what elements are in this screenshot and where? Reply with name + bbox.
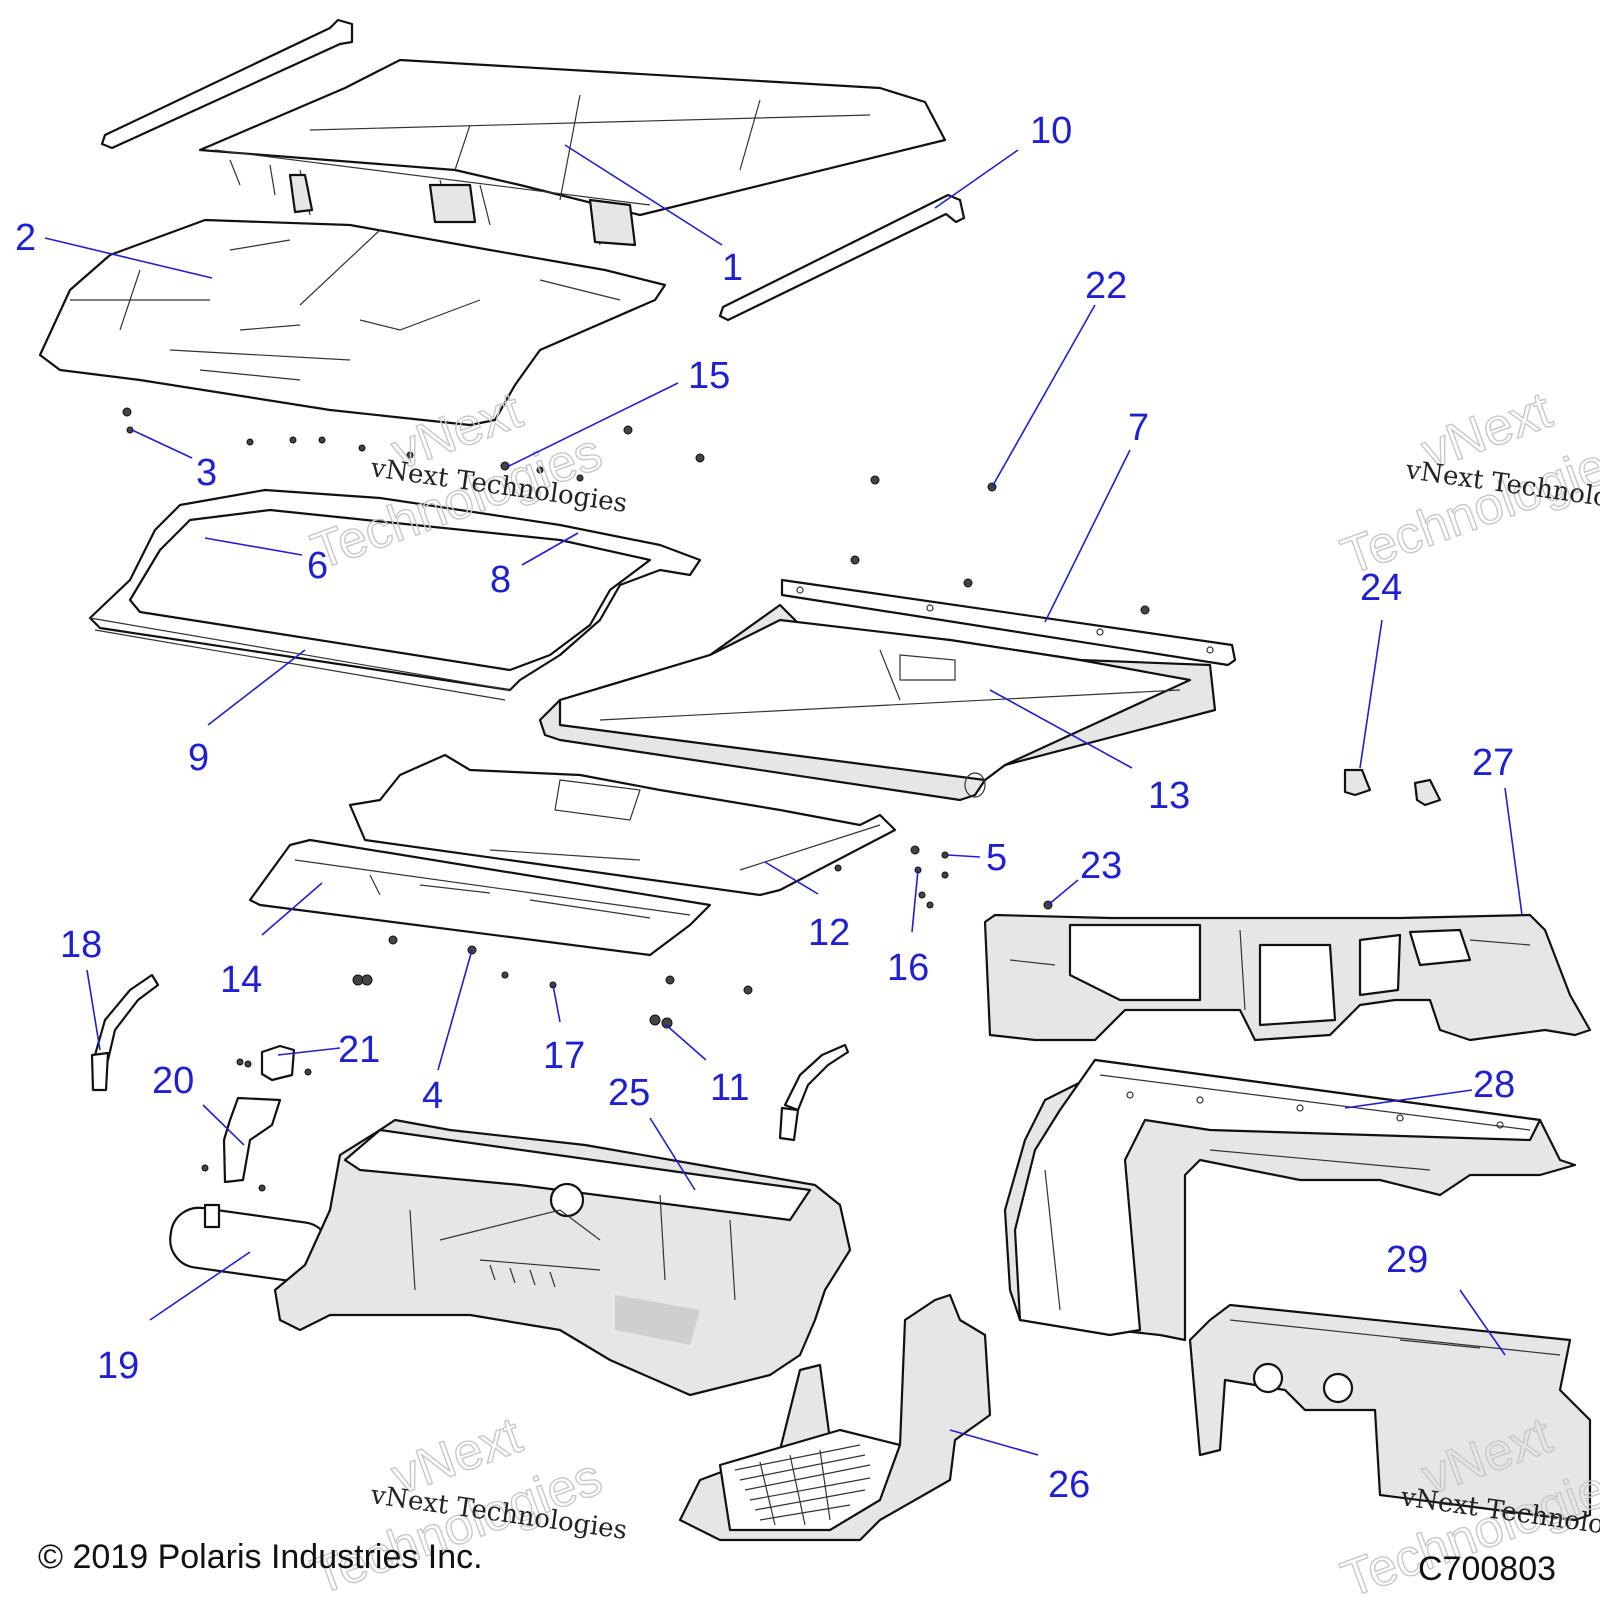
callout-24: 24 — [1360, 567, 1402, 609]
part-instrument-panel — [983, 900, 1592, 1042]
callout-21: 21 — [338, 1029, 380, 1071]
part-floor-26 — [678, 1293, 992, 1542]
fastener-group-22 — [850, 475, 1150, 615]
fastener-group-upper — [122, 407, 705, 482]
part-mirror-mount — [201, 1096, 282, 1192]
leader-lines — [44, 144, 1523, 1456]
callout-13: 13 — [1148, 775, 1190, 817]
copyright-notice: © 2019 Polaris Industries Inc. — [38, 1538, 483, 1576]
part-headliner — [38, 218, 667, 427]
part-roof-panel — [198, 58, 947, 247]
callout-25: 25 — [608, 1072, 650, 1114]
callout-9: 9 — [188, 737, 209, 779]
fastener-group-5-16 — [834, 845, 949, 909]
callout-1: 1 — [722, 247, 743, 289]
part-rear-bar — [780, 578, 1237, 667]
callout-12: 12 — [808, 912, 850, 954]
part-rear-panel — [538, 603, 1217, 802]
fastener-group-lower — [352, 935, 753, 1029]
callout-28: 28 — [1473, 1064, 1515, 1106]
callout-3: 3 — [196, 452, 217, 494]
part-trim-18-left — [90, 973, 160, 1092]
part-clips-24 — [1343, 768, 1442, 807]
callout-16: 16 — [887, 947, 929, 989]
part-trim-18-right — [778, 1043, 850, 1142]
callout-11: 11 — [710, 1067, 749, 1109]
callout-5: 5 — [986, 837, 1007, 879]
callout-7: 7 — [1128, 407, 1149, 449]
part-frame-seal — [88, 488, 702, 701]
part-roof-rail-right — [718, 193, 966, 322]
callout-29: 29 — [1386, 1239, 1428, 1281]
callout-19: 19 — [97, 1345, 139, 1387]
callout-10: 10 — [1030, 110, 1072, 152]
callout-8: 8 — [490, 559, 511, 601]
part-roof-rail-left — [100, 18, 354, 150]
part-dash-25 — [273, 1118, 852, 1397]
callout-23: 23 — [1080, 845, 1122, 887]
callout-6: 6 — [307, 545, 328, 587]
callout-17: 17 — [543, 1035, 585, 1077]
part-mirror — [169, 1203, 331, 1284]
part-headliner-inner — [348, 753, 897, 897]
callout-18: 18 — [60, 924, 102, 966]
callout-14: 14 — [220, 959, 262, 1001]
part-shelf — [248, 838, 712, 957]
callout-26: 26 — [1048, 1464, 1090, 1506]
callout-22: 22 — [1085, 265, 1127, 307]
part-rear-panel-29 — [1188, 1303, 1592, 1522]
callout-15: 15 — [688, 355, 730, 397]
callout-2: 2 — [15, 217, 36, 259]
callout-27: 27 — [1472, 742, 1514, 784]
drawing-code: C700803 — [1418, 1550, 1556, 1588]
callout-20: 20 — [152, 1060, 194, 1102]
callout-labels: 1 2 3 4 5 6 7 8 9 10 11 12 13 14 15 16 1… — [15, 110, 1515, 1506]
part-rear-bulkhead — [1003, 1058, 1577, 1342]
part-bracket-21 — [236, 1044, 312, 1082]
callout-4: 4 — [422, 1075, 443, 1117]
